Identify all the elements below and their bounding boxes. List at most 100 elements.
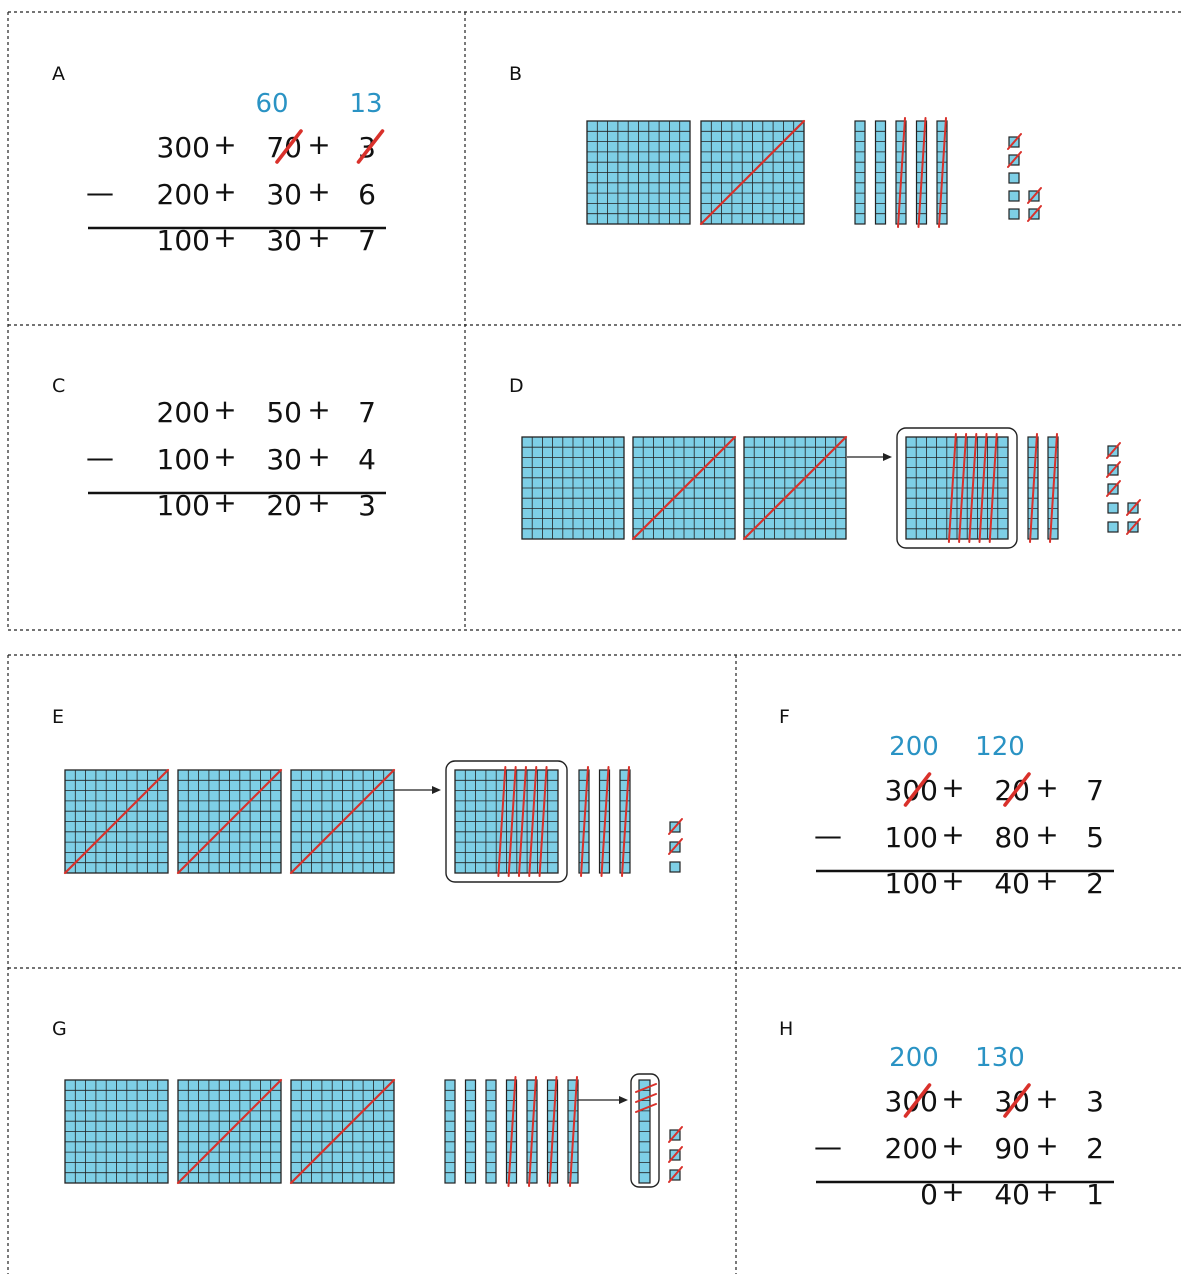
strike-line <box>635 1093 657 1103</box>
hundred-block <box>176 1078 283 1185</box>
hundred-block <box>289 768 396 875</box>
digit-t: 30 <box>266 224 302 257</box>
ten-rod <box>464 1079 477 1184</box>
plus-sign: + <box>307 393 330 426</box>
plus-sign: + <box>307 440 330 473</box>
regroup-arrow <box>847 453 892 461</box>
ten-rod <box>526 1076 538 1187</box>
ten-rod-lines <box>875 130 886 215</box>
plus-sign: + <box>941 771 964 804</box>
blocks-b <box>586 117 1042 228</box>
strike-line <box>528 1076 537 1187</box>
carry-ones: 13 <box>349 89 382 119</box>
strike-line <box>1003 772 1031 807</box>
plus-sign: + <box>1035 818 1058 851</box>
strike-line <box>1027 187 1042 204</box>
strike-line <box>668 818 683 835</box>
ten-rod <box>936 117 948 228</box>
hundred-grid <box>522 437 624 539</box>
plus-sign: + <box>213 128 236 161</box>
regroup-arrow <box>578 1096 628 1104</box>
digit-o: 7 <box>358 396 376 429</box>
one-cube <box>1106 442 1121 459</box>
one-cube-body <box>1008 172 1020 184</box>
card-label-d: D <box>509 375 524 397</box>
strike-line <box>903 1083 932 1118</box>
hundred-grid <box>65 1080 168 1183</box>
digit-t: 90 <box>994 1132 1030 1165</box>
plus-sign: + <box>1035 1082 1058 1115</box>
carry-hundreds: 200 <box>889 1043 939 1073</box>
strike-line <box>569 1076 578 1187</box>
regroup-arrow <box>394 786 441 794</box>
digit-h: 300 <box>885 1085 938 1118</box>
minus-sign: — <box>86 176 114 209</box>
minus-sign: — <box>814 1130 842 1163</box>
one-cube <box>1027 187 1042 204</box>
one-cube <box>1126 518 1141 535</box>
plus-sign: + <box>213 221 236 254</box>
plus-sign: + <box>1035 864 1058 897</box>
strike-line <box>289 768 396 875</box>
digit-h: 200 <box>885 1132 938 1165</box>
hundred-grid <box>455 770 558 873</box>
one-cube <box>668 1146 683 1163</box>
one-cube-body <box>1008 190 1020 202</box>
strike-line <box>988 433 998 543</box>
carry-hundreds: 200 <box>889 732 939 762</box>
one-cube <box>669 861 681 873</box>
strike-line <box>63 768 170 875</box>
strike-line <box>528 766 538 877</box>
digit-o: 2 <box>1086 867 1104 900</box>
one-cube-body <box>1107 502 1119 514</box>
arrow-head <box>883 453 892 461</box>
digit-h: 100 <box>157 224 210 257</box>
strike-line <box>668 1146 683 1163</box>
one-cube-body <box>1008 208 1020 220</box>
ten-rod <box>619 766 631 877</box>
strike-line <box>176 1078 283 1185</box>
digit-t: 50 <box>266 396 302 429</box>
card-label-a: A <box>52 63 65 85</box>
strike-line <box>548 1076 558 1187</box>
strike-line <box>1126 499 1141 516</box>
digit-h: 300 <box>885 774 938 807</box>
strike-line <box>1027 205 1042 222</box>
one-cube-body <box>669 861 681 873</box>
ten-rod <box>874 120 887 225</box>
ten-rod-lines <box>639 1089 650 1174</box>
digit-o: 5 <box>1086 821 1104 854</box>
plus-sign: + <box>213 440 236 473</box>
digit-t: 80 <box>994 821 1030 854</box>
plus-sign: + <box>941 864 964 897</box>
digit-h: 100 <box>885 867 938 900</box>
strike-line <box>1106 461 1121 478</box>
strike-line <box>917 117 927 228</box>
regrouped-ten <box>630 1073 660 1188</box>
ten-rod <box>638 1079 651 1184</box>
blocks-d <box>521 427 1141 549</box>
ten-rod <box>1027 433 1039 543</box>
digit-h: 100 <box>157 489 210 522</box>
regrouped-hundred <box>445 760 568 883</box>
ten-rod <box>854 120 866 225</box>
regrouped-hundred <box>896 427 1018 549</box>
strike-line <box>621 766 630 877</box>
ten-rod <box>505 1076 518 1187</box>
digit-h: 100 <box>157 443 210 476</box>
strike-line <box>580 766 589 877</box>
strike-line <box>517 766 527 877</box>
hundred-block <box>699 119 806 226</box>
strike-line <box>1106 480 1121 497</box>
digit-o: 4 <box>358 443 376 476</box>
strike-line <box>1003 1083 1031 1118</box>
strike-line <box>1007 151 1022 168</box>
one-cube <box>1126 499 1141 516</box>
ten-rod <box>895 117 907 228</box>
strike-line <box>497 766 507 877</box>
card-label-h: H <box>779 1018 793 1040</box>
plus-sign: + <box>1035 1175 1058 1208</box>
carry-tens: 60 <box>255 89 288 119</box>
digit-h: 200 <box>157 178 210 211</box>
